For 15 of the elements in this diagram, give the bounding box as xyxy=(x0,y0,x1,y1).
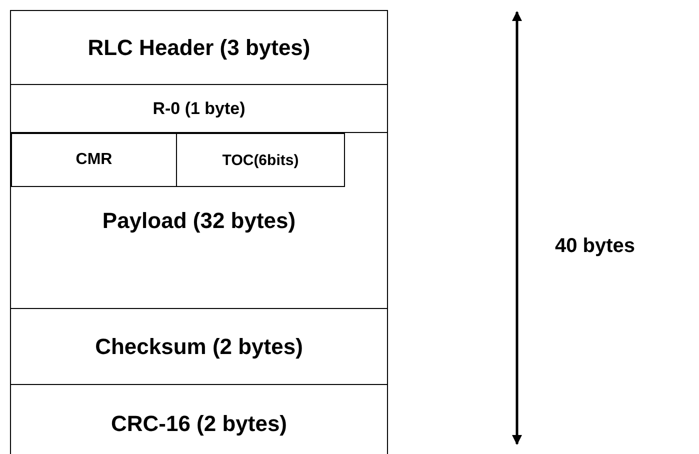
field-label: Payload (32 bytes) xyxy=(102,208,296,234)
dimension-label: 40 bytes xyxy=(555,235,636,258)
header-field xyxy=(11,133,177,187)
checksum-field xyxy=(10,384,388,454)
header-field xyxy=(10,84,388,133)
field-label: CMR xyxy=(76,151,112,169)
field-label: TOC(6bits) xyxy=(222,152,299,168)
field-label: Checksum (2 bytes) xyxy=(95,334,303,360)
header-field xyxy=(10,10,388,85)
checksum-field xyxy=(10,308,388,385)
payload-field xyxy=(10,132,388,309)
field-label: R-0 (1 byte) xyxy=(152,98,246,118)
field-label: CRC-16 (2 bytes) xyxy=(110,411,288,437)
header-field xyxy=(176,133,345,187)
field-label: RLC Header (3 bytes) xyxy=(88,34,310,60)
